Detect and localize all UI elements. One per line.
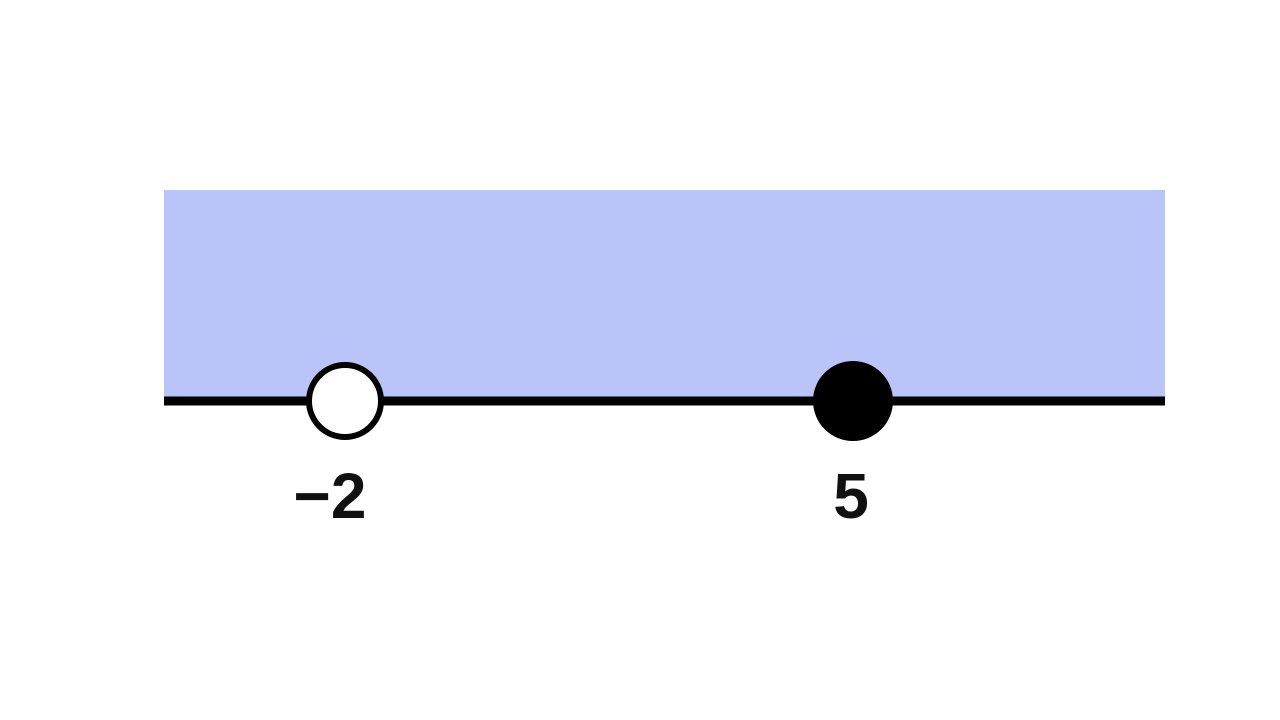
tick-label-5: 5 [833,460,869,532]
tick-label-neg-2: −2 [294,460,367,532]
open-endpoint-marker [306,362,384,440]
closed-endpoint-marker [813,361,893,441]
shaded-region [164,190,1165,401]
